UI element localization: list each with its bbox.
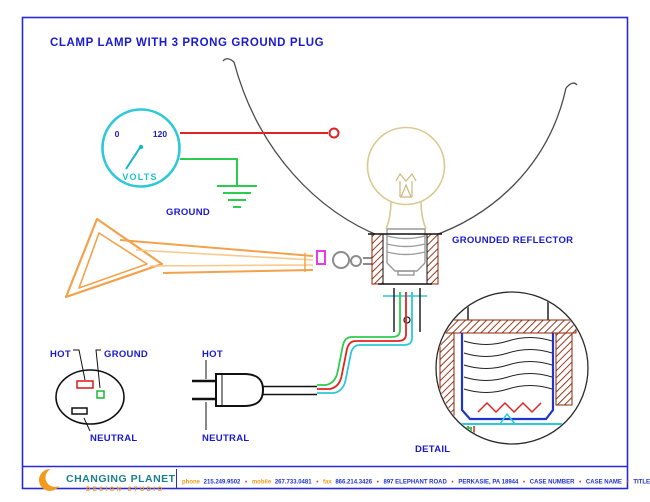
hot-slot [76, 380, 94, 389]
outlet-ground-label: GROUND [104, 349, 148, 360]
ground-symbol-icon [180, 158, 257, 208]
footer-bullet: • [523, 480, 525, 486]
footer-case-number: CASE NUMBER [530, 480, 575, 486]
filament [395, 172, 417, 198]
hot-probe-wire [180, 127, 340, 139]
drawing-title: CLAMP LAMP WITH 3 PRONG GROUND PLUG [50, 37, 324, 49]
contact-spring [477, 401, 542, 414]
border-frame [21, 16, 629, 490]
footer: CHANGING PLANET DESIGN STUDIO phone 215.… [39, 468, 650, 493]
footer-bullet: • [377, 480, 379, 486]
footer-phone-value: 215.249.9502 [204, 480, 241, 486]
light-bulb [366, 126, 446, 276]
footer-mobile-label: mobile [252, 480, 272, 486]
footer-fax-label: fax [323, 480, 332, 486]
footer-bullet: • [245, 480, 247, 486]
footer-bullet: • [627, 480, 629, 486]
socket-threads [463, 337, 553, 393]
footer-case-name: CASE NAME [586, 480, 622, 486]
ground-label: GROUND [166, 207, 210, 218]
brand-logo-icon [39, 468, 65, 491]
detail-label: DETAIL [415, 444, 450, 455]
screw-base [386, 228, 426, 276]
plug-neutral-label: NEUTRAL [202, 433, 250, 444]
socket-housing [368, 233, 442, 332]
footer-phone-label: phone [182, 480, 201, 486]
volts-label: VOLTS [122, 172, 157, 182]
footer-bullet: • [579, 480, 581, 486]
detail-view [435, 291, 589, 445]
ground-hole [96, 390, 105, 399]
footer-contact: phone 215.249.9502 • mobile 267.733.0481… [182, 480, 650, 486]
clamp-drawing [64, 217, 314, 299]
neutral-slot [71, 407, 88, 415]
outlet-hot-label: HOT [50, 349, 71, 360]
reflector-outline [222, 58, 578, 238]
grounded-reflector-label: GROUNDED REFLECTOR [452, 235, 573, 246]
footer-mobile-value: 267.733.0481 [275, 480, 312, 486]
gauge-min-label: 0 [115, 129, 120, 139]
brand-name: CHANGING PLANET [66, 473, 176, 485]
footer-title-field: TITLE [633, 480, 650, 486]
plug-hot-label: HOT [202, 349, 223, 360]
footer-bullet: • [316, 480, 318, 486]
footer-fax-value: 866.214.3426 [335, 480, 372, 486]
lamp-cord-wires [317, 292, 413, 394]
footer-city: PERKASIE, PA 18944 [458, 480, 519, 486]
gauge-max-label: 120 [153, 129, 167, 139]
swivel-ball-joint [332, 251, 374, 269]
outlet-face [55, 349, 125, 432]
plug-drawing [192, 360, 317, 430]
outlet-neutral-label: NEUTRAL [90, 433, 138, 444]
brand-tagline: DESIGN STUDIO [86, 487, 165, 493]
footer-address: 897 ELEPHANT ROAD [384, 480, 448, 486]
voltmeter-gauge: 0 120 VOLTS [101, 108, 181, 188]
footer-bullet: • [452, 480, 454, 486]
clamp-insulator [316, 250, 326, 265]
